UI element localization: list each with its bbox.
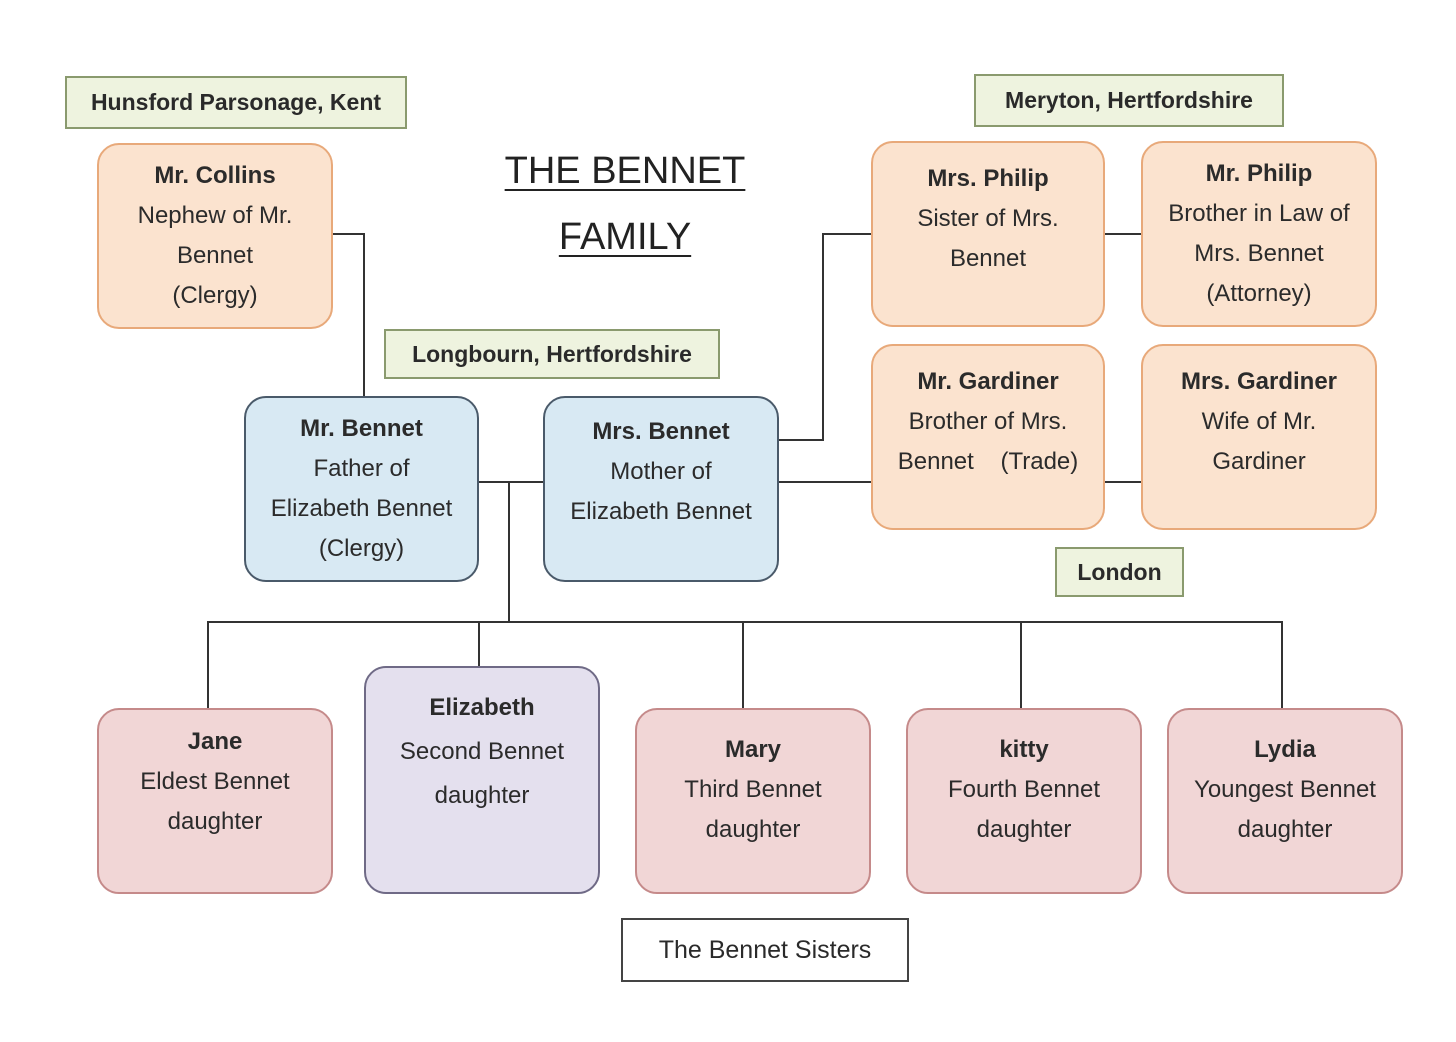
connector-philip-couple <box>1104 233 1142 235</box>
connector-parents-to-children <box>508 481 510 623</box>
connector-mrs-bennet-to-philip-vertical <box>822 233 824 441</box>
person-box-mr-gardiner: Mr. Gardiner Brother of Mrs. Bennet (Tra… <box>871 344 1105 530</box>
connector-elizabeth <box>478 621 480 667</box>
connector-mrs-bennet-to-philip-horizontal <box>778 439 824 441</box>
title-line-2: FAMILY <box>558 216 692 258</box>
connector-philip-top <box>822 233 872 235</box>
person-detail: Brother in Law of <box>1168 200 1350 227</box>
location-label-hunsford: Hunsford Parsonage, Kent <box>65 76 407 129</box>
person-name: Mr. Gardiner <box>917 368 1059 395</box>
person-detail: (Clergy) <box>318 535 405 562</box>
person-detail: Eldest Bennet <box>140 768 290 795</box>
person-detail: daughter <box>1237 816 1333 843</box>
connector-lydia <box>1281 621 1283 709</box>
connector-collins-horizontal <box>332 233 365 235</box>
person-box-lydia: Lydia Youngest Bennet daughter <box>1167 708 1403 894</box>
person-detail: Wife of Mr. <box>1201 408 1317 435</box>
person-name: Lydia <box>1254 736 1316 763</box>
person-name: Mrs. Bennet <box>592 418 730 445</box>
connector-kitty <box>1020 621 1022 709</box>
person-detail: Elizabeth Bennet <box>570 498 752 525</box>
person-detail: Bennet (Trade) <box>897 448 1079 475</box>
person-detail: daughter <box>705 816 801 843</box>
person-box-elizabeth: Elizabeth Second Bennet daughter <box>364 666 600 894</box>
person-detail: (Attorney) <box>1206 280 1312 307</box>
person-name: kitty <box>999 736 1049 763</box>
person-detail: Brother of Mrs. <box>908 408 1068 435</box>
diagram-title: THE BENNET FAMILY <box>480 138 770 270</box>
person-box-mr-philip: Mr. Philip Brother in Law of Mrs. Bennet… <box>1141 141 1377 327</box>
location-label-london: London <box>1055 547 1184 597</box>
person-detail: Elizabeth Bennet <box>270 495 453 522</box>
sisters-caption: The Bennet Sisters <box>621 918 909 982</box>
person-box-mrs-philip: Mrs. Philip Sister of Mrs. Bennet <box>871 141 1105 327</box>
person-detail: Youngest Bennet <box>1194 776 1376 803</box>
person-detail: Nephew of Mr. <box>137 202 293 229</box>
person-detail: Mrs. Bennet <box>1194 240 1324 267</box>
connector-collins-vertical <box>363 233 365 396</box>
person-box-mrs-gardiner: Mrs. Gardiner Wife of Mr. Gardiner <box>1141 344 1377 530</box>
person-detail: Second Bennet <box>399 738 565 765</box>
person-name: Mr. Philip <box>1205 160 1313 187</box>
location-label-meryton: Meryton, Hertfordshire <box>974 74 1284 127</box>
connector-children-bus <box>207 621 1283 623</box>
person-box-mary: Mary Third Bennet daughter <box>635 708 871 894</box>
person-box-mr-bennet: Mr. Bennet Father of Elizabeth Bennet (C… <box>244 396 479 582</box>
person-detail: Sister of Mrs. <box>917 205 1059 232</box>
person-box-mr-collins: Mr. Collins Nephew of Mr. Bennet (Clergy… <box>97 143 333 329</box>
person-detail: (Clergy) <box>172 282 258 309</box>
person-detail: daughter <box>434 782 530 809</box>
person-detail: Bennet <box>176 242 254 269</box>
person-detail: Mother of <box>610 458 712 485</box>
person-detail: daughter <box>976 816 1072 843</box>
person-name: Mrs. Philip <box>927 165 1049 192</box>
connector-gardiner-couple <box>1104 481 1142 483</box>
connector-parents-horizontal <box>478 481 544 483</box>
title-line-1: THE BENNET <box>504 150 746 192</box>
person-name: Elizabeth <box>429 694 535 721</box>
person-detail: Gardiner <box>1212 448 1306 475</box>
person-name: Mary <box>724 736 782 763</box>
connector-jane <box>207 621 209 709</box>
person-detail: Fourth Bennet <box>947 776 1101 803</box>
person-detail: Father of <box>313 455 410 482</box>
connector-mary <box>742 621 744 709</box>
person-name: Mrs. Gardiner <box>1180 368 1338 395</box>
person-detail: Third Bennet <box>684 776 822 803</box>
person-box-mrs-bennet: Mrs. Bennet Mother of Elizabeth Bennet <box>543 396 779 582</box>
person-name: Mr. Bennet <box>300 415 423 442</box>
connector-mrs-bennet-to-gardiner <box>778 481 872 483</box>
location-label-longbourn: Longbourn, Hertfordshire <box>384 329 720 379</box>
person-detail: Bennet <box>949 245 1027 272</box>
person-name: Mr. Collins <box>154 162 276 189</box>
person-box-kitty: kitty Fourth Bennet daughter <box>906 708 1142 894</box>
person-box-jane: Jane Eldest Bennet daughter <box>97 708 333 894</box>
person-detail: daughter <box>167 808 263 835</box>
person-name: Jane <box>187 728 243 755</box>
